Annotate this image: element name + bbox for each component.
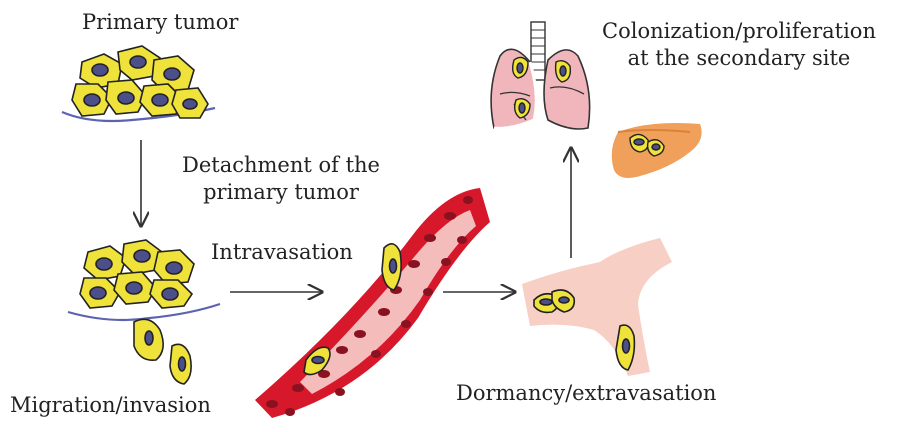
label-primary-tumor: Primary tumor (82, 9, 238, 36)
label-colonization-line2: at the secondary site (582, 45, 896, 72)
label-dormancy-extravasation: Dormancy/extravasation (456, 380, 716, 407)
label-intravasation: Intravasation (211, 239, 353, 266)
label-migration-invasion: Migration/invasion (10, 392, 211, 419)
detached-tumor-cluster-icon (68, 240, 220, 384)
label-detachment: Detachment of the primary tumor (166, 152, 396, 206)
label-colonization: Colonization/proliferation at the second… (582, 18, 896, 72)
primary-tumor-cluster-icon (62, 46, 215, 121)
liver-icon (612, 123, 702, 178)
label-detachment-line2: primary tumor (166, 179, 396, 206)
blood-vessel-icon (255, 188, 490, 418)
label-detachment-line1: Detachment of the (166, 152, 396, 179)
lungs-icon (491, 22, 590, 129)
label-colonization-line1: Colonization/proliferation (582, 18, 896, 45)
tissue-icon (522, 238, 672, 376)
